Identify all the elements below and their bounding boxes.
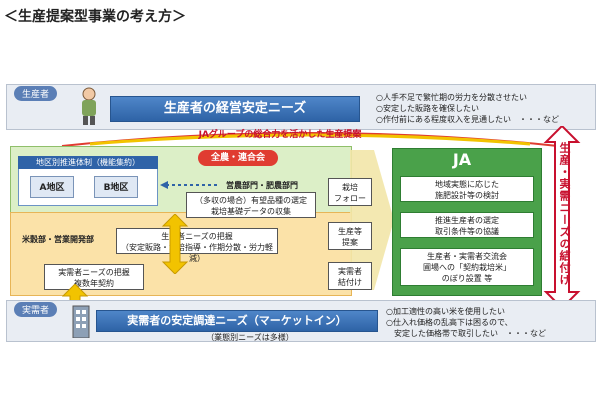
func-line: 生産等 — [338, 227, 362, 236]
ja-box-line: 圃場への「契約栽培米」 — [423, 263, 511, 272]
ja-box-selection: 推進生産者の選定 取引条件等の協議 — [400, 212, 534, 238]
district-panel-header: 地区別推進体制（機能集約） — [18, 156, 158, 169]
func-line: 実需者 — [338, 267, 362, 276]
eigyo-dept-label: 営農部門・肥農部門 — [226, 181, 298, 190]
producer-notes: ○人手不足で繁忙期の労力を分散させたい ○安定した販路を確保したい ○作付前にあ… — [376, 92, 559, 125]
box-line: （多収の場合）有望品種の選定 — [195, 196, 307, 205]
producer-tag: 生産者 — [14, 86, 58, 101]
producer-note: ○作付前にある程度収入を見通したい ・・・など — [376, 115, 559, 124]
producer-note: ○安定した販路を確保したい — [376, 104, 479, 113]
box-line: 実需者ニーズの把握 — [58, 268, 130, 277]
building-icon — [70, 302, 92, 339]
yellow-arrow-icon — [161, 214, 189, 274]
zennoh-pill: 全農・連合会 — [198, 150, 278, 166]
producer-needs-title: 生産者の経営安定ニーズ — [110, 96, 360, 122]
ja-logo: JA — [452, 150, 472, 169]
function-box-proposal: 生産等 提案 — [328, 222, 372, 250]
func-line: 提案 — [342, 238, 358, 247]
rice-dept-label: 米穀部・営業開発部 — [22, 235, 94, 244]
box-line: 栽培基礎データの収集 — [211, 207, 291, 216]
variety-data-box: （多収の場合）有望品種の選定 栽培基礎データの収集 — [186, 192, 316, 218]
function-box-follow: 栽培 フォロー — [328, 178, 372, 206]
buyer-notes: ○加工適性の高い米を使用したい ○仕入れ価格の乱高下は困るので、 安定した価格帯… — [386, 306, 546, 339]
ja-box-line: 生産者・実需者交流会 — [427, 252, 507, 261]
func-line: 結付け — [338, 278, 362, 287]
ja-banner-text: JAグループの総合力を活かした生産提案 — [198, 130, 362, 140]
ja-box-line: 施肥設計等の検討 — [435, 191, 499, 200]
producer-needs-box: 生産者ニーズの把握 （安定販路・栽培指導・作期分散・労力軽減） — [116, 228, 278, 263]
buyer-note: ○仕入れ価格の乱高下は困るので、 — [386, 318, 513, 327]
vertical-double-arrow — [543, 126, 581, 308]
ja-banner-arch — [61, 132, 559, 147]
buyer-needs-box: 実需者ニーズの把握 複数年契約 — [44, 264, 144, 290]
producer-note: ○人手不足で繁忙期の労力を分散させたい — [376, 93, 527, 102]
farmer-icon — [78, 86, 100, 126]
buyer-note: 安定した価格帯で取引したい ・・・など — [386, 329, 546, 338]
ja-box-exchange: 生産者・実需者交流会 圃場への「契約栽培米」 のぼり設置 等 — [400, 248, 534, 286]
buyer-needs-title: 実需者の安定調達ニーズ（マーケットイン） — [96, 310, 378, 332]
box-line: 生産者ニーズの把握 — [161, 232, 233, 241]
ja-box-line: 取引条件等の協議 — [435, 227, 499, 236]
up-arrow-icon — [62, 284, 88, 314]
func-line: フォロー — [334, 194, 366, 203]
func-line: 栽培 — [342, 183, 358, 192]
buyer-tag: 実需者 — [14, 302, 58, 317]
ja-box-line: 推進生産者の選定 — [435, 216, 499, 225]
box-line: 複数年契約 — [74, 279, 114, 288]
district-a: A地区 — [30, 176, 74, 198]
ja-box-line: 地域実態に応じた — [435, 180, 499, 189]
page-title: ＜生産提案型事業の考え方＞ — [4, 9, 186, 25]
ja-box-line: のぼり設置 等 — [441, 274, 493, 283]
box-line: （安定販路・栽培指導・作期分散・労力軽減） — [121, 243, 273, 263]
dotted-arrow — [160, 181, 218, 189]
vertical-label: 生産・実需ニーズの結付け — [558, 142, 571, 286]
function-box-matching: 実需者 結付け — [328, 262, 372, 290]
buyer-needs-sub: （業態別ニーズは多様） — [206, 333, 294, 342]
ja-box-fertilizer: 地域実態に応じた 施肥設計等の検討 — [400, 176, 534, 202]
district-b: B地区 — [94, 176, 138, 198]
buyer-note: ○加工適性の高い米を使用したい — [386, 307, 505, 316]
